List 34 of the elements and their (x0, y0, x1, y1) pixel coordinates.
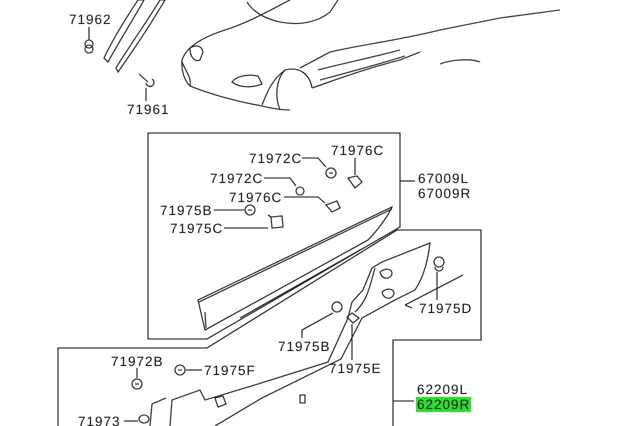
leader-line (284, 196, 326, 204)
part-number: 67009R (417, 186, 472, 201)
part-number: 71975D (418, 301, 474, 316)
leader-line (214, 209, 244, 211)
part-number: 71961 (126, 102, 171, 117)
leader-line (145, 88, 147, 101)
part-number: 71975B (159, 203, 214, 218)
leader-line (354, 158, 356, 175)
part-number: 71972C (248, 151, 304, 166)
leader-line (400, 180, 415, 182)
part-number: 71972B (110, 354, 165, 369)
part-number: 71975F (203, 363, 257, 378)
part-number: 71976C (330, 143, 386, 158)
part-number: 62209R (416, 397, 472, 412)
part-number: 71972C (209, 171, 264, 186)
leader-line (186, 369, 202, 371)
part-number: 71975C (169, 221, 224, 236)
part-number: 67009L (417, 171, 470, 186)
part-number: 71975B (277, 339, 332, 354)
part-number: 71976C (228, 190, 284, 205)
part-number: 71975E (328, 361, 383, 376)
leader-line (301, 312, 334, 338)
part-number: 62209L (416, 382, 470, 397)
leader-line (302, 157, 326, 168)
part-number: 71962 (68, 12, 113, 27)
leader-line (224, 227, 268, 229)
leader-line (124, 420, 138, 422)
leader-line (351, 324, 353, 360)
leader-line (264, 177, 296, 186)
leader-line (393, 400, 414, 402)
part-number: 71973 (77, 414, 122, 426)
leader-line (136, 368, 138, 378)
leader-line (436, 272, 438, 300)
leader-line (88, 27, 90, 40)
